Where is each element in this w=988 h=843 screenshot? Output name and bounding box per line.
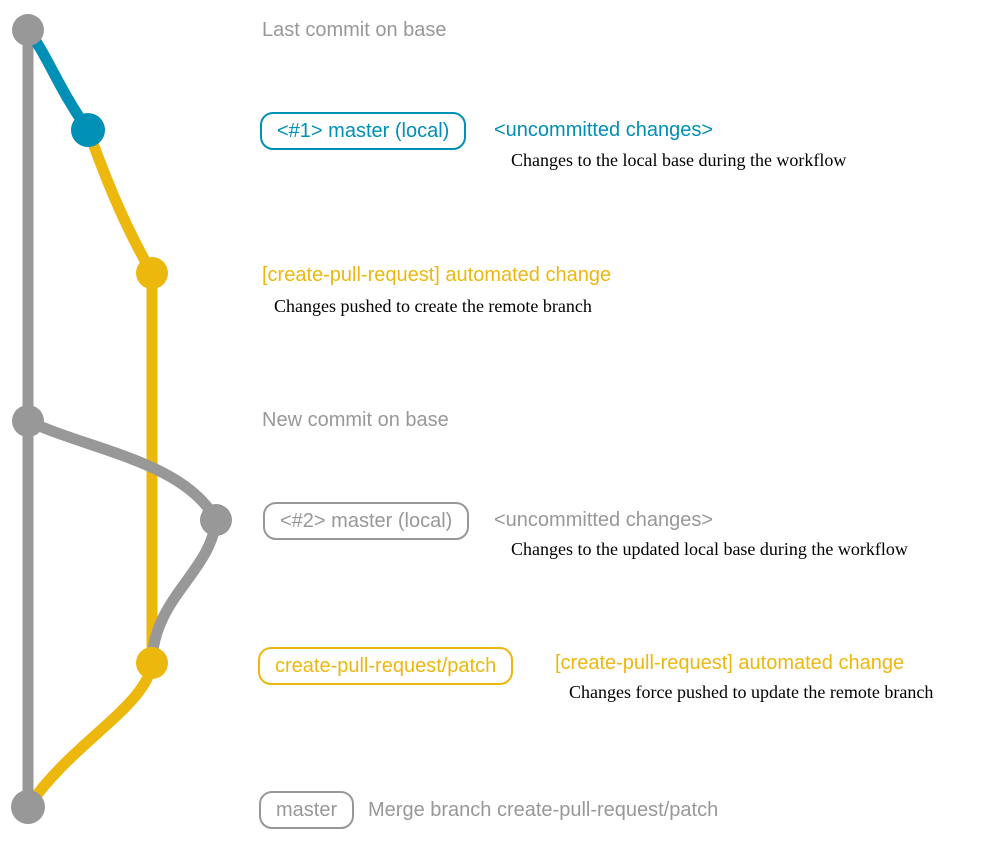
message-updated-local-base-changes: Changes to the updated local base during… [511, 539, 908, 559]
badge-master: master [259, 791, 355, 829]
label-uncommitted-changes-2: <uncommitted changes> [494, 509, 714, 531]
commit-dot-base-new [12, 405, 44, 437]
patch-branch-edge-1 [82, 124, 158, 279]
commit-dot-master-local-1 [71, 113, 105, 147]
commit-dot-patch-2 [136, 647, 168, 679]
commit-dot-merge [11, 790, 45, 824]
base-to-master-local-2-edge [22, 415, 222, 526]
commit-dot-patch-1 [136, 257, 168, 289]
message-changes-force-pushed: Changes force pushed to update the remot… [569, 682, 934, 702]
master-local-2-to-patch-edge [146, 514, 222, 669]
patch-merge-edge [22, 657, 158, 813]
commit-dot-base-top [12, 14, 44, 46]
label-automated-change-2: [create-pull-request] automated change [555, 652, 905, 674]
label-merge-branch: Merge branch create-pull-request/patch [368, 799, 719, 821]
badge-master-local-1: <#1> master (local) [260, 112, 467, 150]
master-local-1-edge [22, 24, 94, 136]
label-new-commit-on-base: New commit on base [262, 409, 449, 431]
message-changes-pushed: Changes pushed to create the remote bran… [274, 296, 592, 316]
label-automated-change-1: [create-pull-request] automated change [262, 264, 612, 286]
label-last-commit-on-base: Last commit on base [262, 19, 447, 41]
badge-master-local-2: <#2> master (local) [263, 502, 470, 540]
message-local-base-changes: Changes to the local base during the wor… [511, 150, 847, 170]
commit-dot-master-local-2 [200, 504, 232, 536]
label-uncommitted-changes-1: <uncommitted changes> [494, 119, 714, 141]
badge-create-pull-request-patch: create-pull-request/patch [258, 647, 514, 685]
